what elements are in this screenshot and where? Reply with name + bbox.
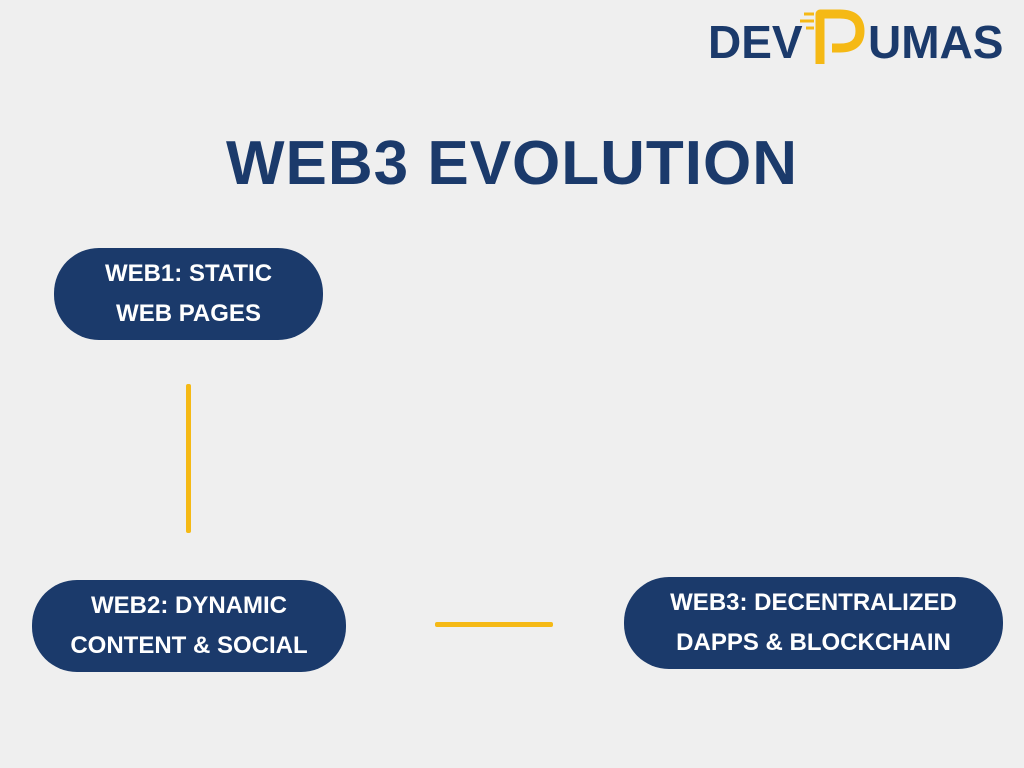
stage-web3-line1: WEB3: DECENTRALIZED: [670, 589, 957, 616]
stage-web2: WEB2: DYNAMIC CONTENT & SOCIAL: [32, 580, 346, 672]
stage-web1-line2: WEB PAGES: [116, 300, 261, 327]
logo-text-right: UMAS: [868, 16, 1003, 66]
stage-web2-line2: CONTENT & SOCIAL: [70, 632, 308, 659]
connector-web1-web2: [186, 384, 191, 533]
page-title: WEB3 EVOLUTION: [225, 129, 799, 198]
devpumas-logo: DEV UMAS: [708, 9, 1003, 66]
stage-web1-line1: WEB1: STATIC: [104, 260, 273, 287]
stage-web2-line1: WEB2: DYNAMIC: [91, 592, 287, 619]
stage-web3-line2: DAPPS & BLOCKCHAIN: [676, 629, 951, 656]
logo-p-icon: [800, 9, 865, 64]
stage-web1: WEB1: STATIC WEB PAGES: [54, 248, 323, 340]
stage-web3: WEB3: DECENTRALIZED DAPPS & BLOCKCHAIN: [624, 577, 1003, 669]
logo-text-left: DEV: [708, 16, 803, 66]
connector-web2-web3: [435, 622, 553, 627]
